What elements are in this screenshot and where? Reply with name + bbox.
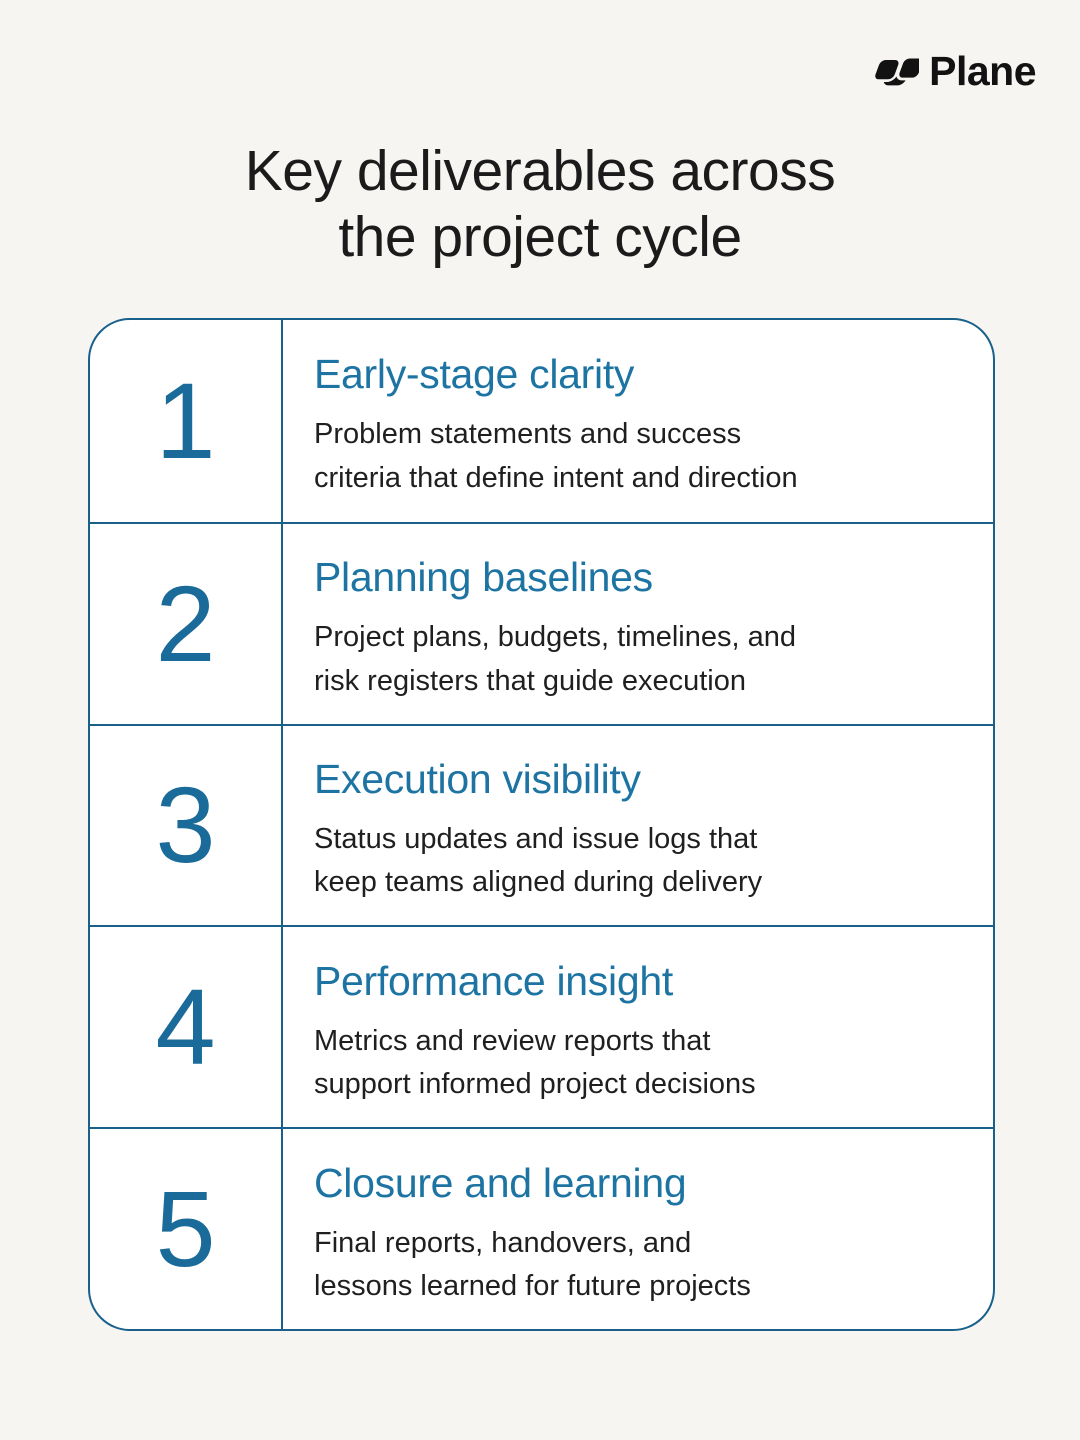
row-description-line: lessons learned for future projects [314,1270,751,1303]
table-row: 4 Performance insight Metrics and review… [90,925,993,1128]
row-heading: Performance insight [314,957,673,1004]
row-number: 2 [155,562,216,684]
row-description-line: Status updates and issue logs that [314,822,758,855]
row-description-line: keep teams aligned during delivery [314,866,763,899]
row-description: Metrics and review reports that support … [314,1020,953,1107]
page-title-line2: the project cycle [338,205,742,270]
row-description-line: Problem statements and success [314,418,742,451]
row-content-cell: Execution visibility Status updates and … [283,726,993,926]
table-row: 3 Execution visibility Status updates an… [90,723,993,926]
row-heading: Planning baselines [314,554,653,601]
row-description-line: Final reports, handovers, and [314,1226,692,1259]
row-content-cell: Planning baselines Project plans, budget… [283,524,993,724]
row-description: Final reports, handovers, and lessons le… [314,1222,953,1309]
row-content-cell: Closure and learning Final reports, hand… [283,1129,993,1329]
row-description-line: criteria that define intent and directio… [314,461,798,494]
row-description-line: Metrics and review reports that [314,1024,711,1057]
brand-name: Plane [929,48,1036,94]
row-description: Problem statements and success criteria … [314,413,953,500]
row-description: Project plans, budgets, timelines, and r… [314,616,953,703]
row-description-line: support informed project decisions [314,1068,756,1101]
table-row: 5 Closure and learning Final reports, ha… [90,1127,993,1329]
row-number: 5 [155,1168,216,1290]
page-title-line1: Key deliverables across [244,139,836,203]
plane-logo-icon [872,55,920,85]
table-row: 2 Planning baselines Project plans, budg… [90,521,993,724]
row-content-cell: Performance insight Metrics and review r… [283,927,993,1127]
table-row: 1 Early-stage clarity Problem statements… [90,320,993,522]
row-description: Status updates and issue logs that keep … [314,818,953,905]
row-number: 3 [155,764,216,886]
row-number-cell: 5 [90,1129,283,1329]
row-description-line: risk registers that guide execution [314,664,746,697]
page-title: Key deliverables across the project cycl… [0,138,1080,270]
row-heading: Closure and learning [314,1159,687,1206]
row-number-cell: 1 [90,320,283,522]
row-number-cell: 2 [90,523,283,724]
row-number-cell: 4 [90,927,283,1128]
deliverables-table: 1 Early-stage clarity Problem statements… [88,318,995,1331]
row-number-cell: 3 [90,725,283,926]
brand-logo: Plane [861,48,1036,95]
row-heading: Early-stage clarity [314,351,635,398]
row-number: 1 [155,359,216,481]
row-heading: Execution visibility [314,755,641,802]
row-content-cell: Early-stage clarity Problem statements a… [283,320,993,522]
row-description-line: Project plans, budgets, timelines, and [314,621,796,654]
row-number: 4 [155,966,216,1088]
